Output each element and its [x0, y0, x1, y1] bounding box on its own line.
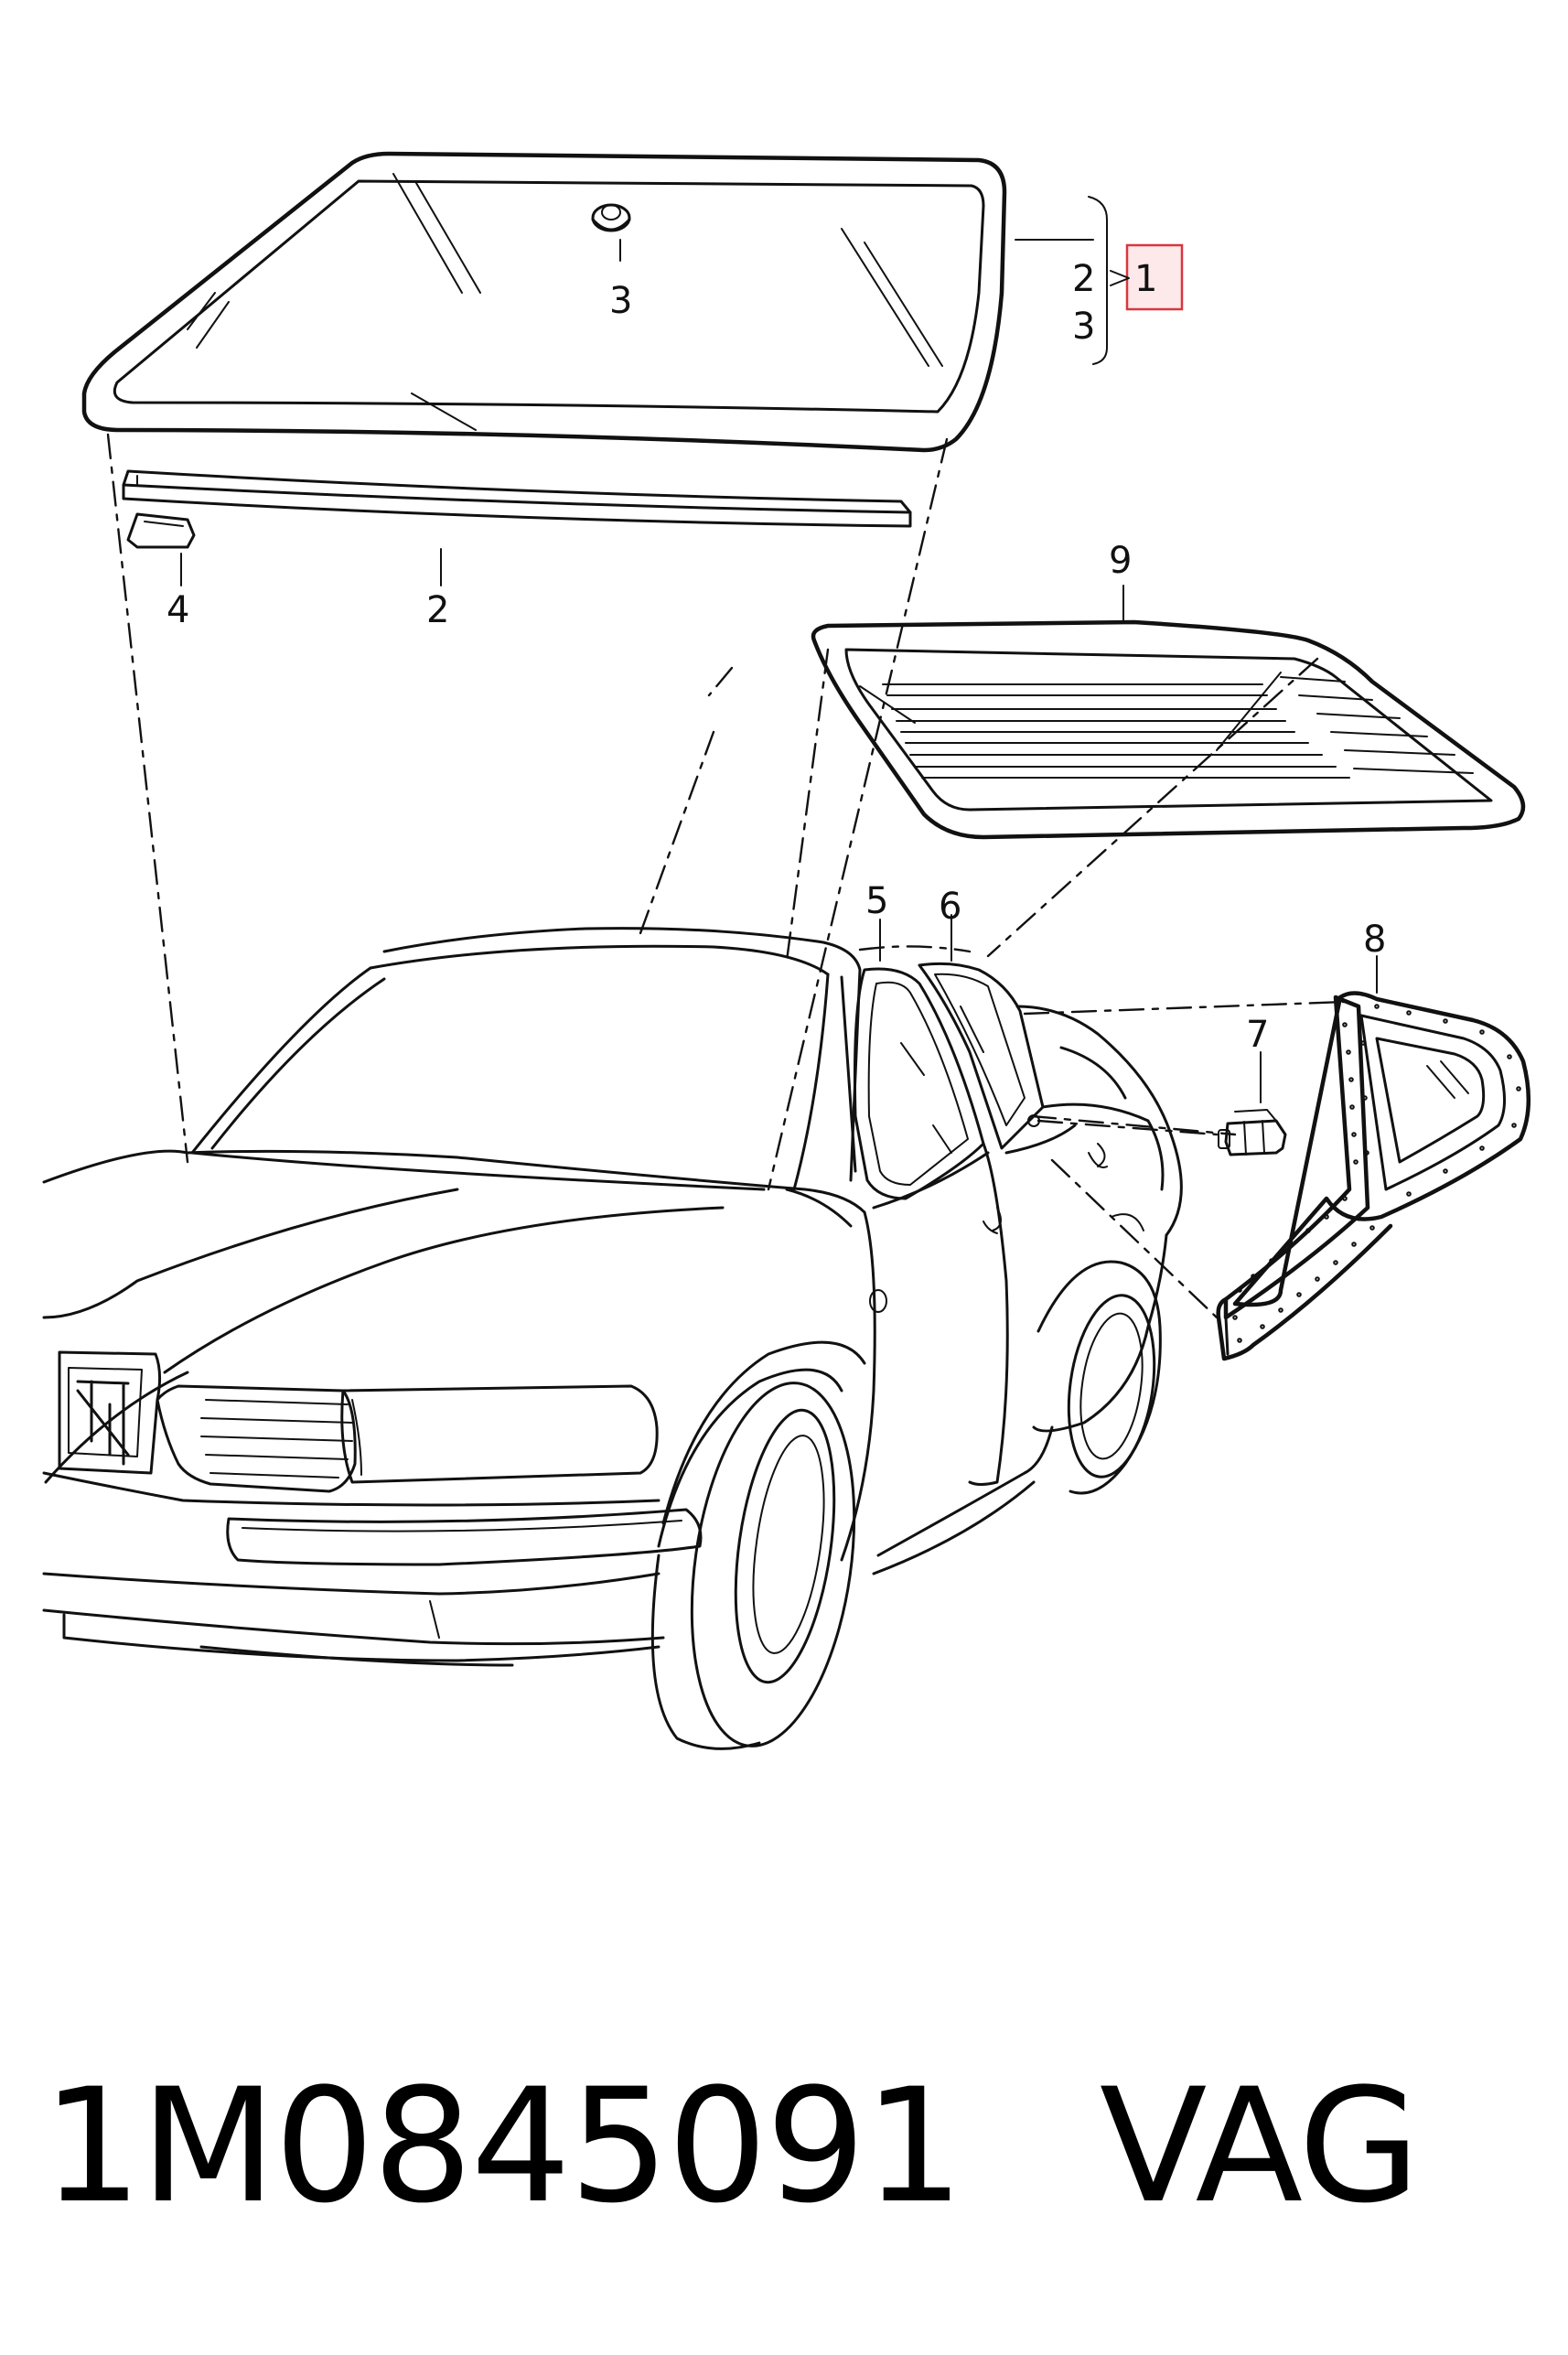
front-grille-emblem — [58, 1350, 357, 1493]
front-wheel — [650, 1382, 856, 1750]
reference-bracket — [1015, 196, 1108, 365]
rubber-stop-part-3[interactable] — [591, 203, 631, 232]
label-part-8: 8 — [1363, 919, 1386, 961]
part-number-footer: 1M0845091 VAG — [42, 2040, 1542, 2251]
label-part-1: 1 — [1134, 258, 1157, 300]
rear-door-window-part-6[interactable] — [918, 962, 1045, 1150]
brand-name: VAG — [1099, 2053, 1421, 2238]
assembly-guide-lines — [106, 433, 1347, 1319]
label-part-2-bracket: 2 — [1072, 258, 1095, 300]
clip-part-4[interactable] — [126, 512, 196, 549]
label-part-5: 5 — [865, 880, 888, 922]
trim-strip-part-2[interactable] — [122, 469, 912, 528]
label-part-9: 9 — [1109, 540, 1132, 582]
front-door-window-part-5[interactable] — [853, 967, 985, 1200]
label-part-6: 6 — [939, 886, 961, 928]
label-part-2: 2 — [426, 589, 449, 631]
label-part-3-bracket: 3 — [1072, 306, 1095, 348]
quarter-glass-seal-part-8[interactable] — [1216, 991, 1531, 1361]
label-part-3-windshield: 3 — [609, 280, 632, 322]
windshield-glass[interactable] — [81, 151, 1007, 453]
callout-part-1[interactable]: 1 — [1110, 243, 1184, 311]
label-part-7: 7 — [1246, 1014, 1269, 1056]
rear-wheel — [1036, 1260, 1162, 1495]
part-number: 1M0845091 — [42, 2053, 964, 2238]
car-body — [42, 914, 1183, 1750]
rear-window-part-9[interactable] — [811, 619, 1526, 840]
headlight — [340, 1384, 659, 1484]
label-part-4: 4 — [166, 589, 189, 631]
clip-part-7[interactable] — [1218, 1109, 1287, 1156]
